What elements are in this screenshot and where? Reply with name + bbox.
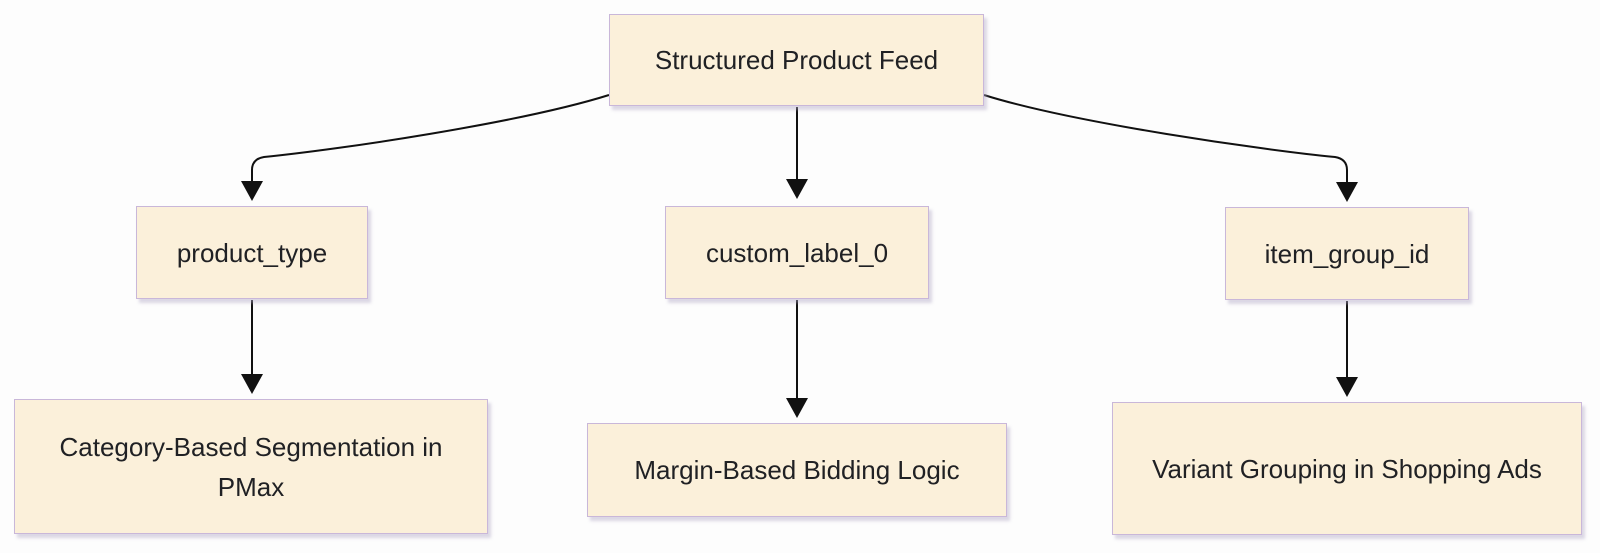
node-label: custom_label_0	[705, 237, 889, 268]
node-label: Margin-Based Bidding Logic	[634, 455, 960, 485]
node-item-group-id: item_group_id	[1225, 207, 1469, 300]
node-label: item_group_id	[1264, 238, 1430, 269]
node-label: Category-Based Segmentation in PMax	[59, 431, 443, 502]
node-structured-product-feed: Structured Product Feed	[609, 14, 984, 106]
node-label: product_type	[176, 237, 328, 268]
node-label: Structured Product Feed	[654, 45, 939, 75]
edge-root-to-item-group-id	[983, 94, 1358, 202]
node-product-type: product_type	[136, 206, 368, 299]
node-category-based-segmentation-in-pmax: Category-Based Segmentation in PMax	[14, 399, 488, 534]
node-custom-label-0: custom_label_0	[665, 206, 929, 299]
node-variant-grouping-in-shopping-ads: Variant Grouping in Shopping Ads	[1112, 402, 1582, 535]
node-margin-based-bidding-logic: Margin-Based Bidding Logic	[587, 423, 1007, 517]
node-label: Variant Grouping in Shopping Ads	[1152, 453, 1542, 484]
edge-root-to-product-type	[241, 94, 610, 201]
